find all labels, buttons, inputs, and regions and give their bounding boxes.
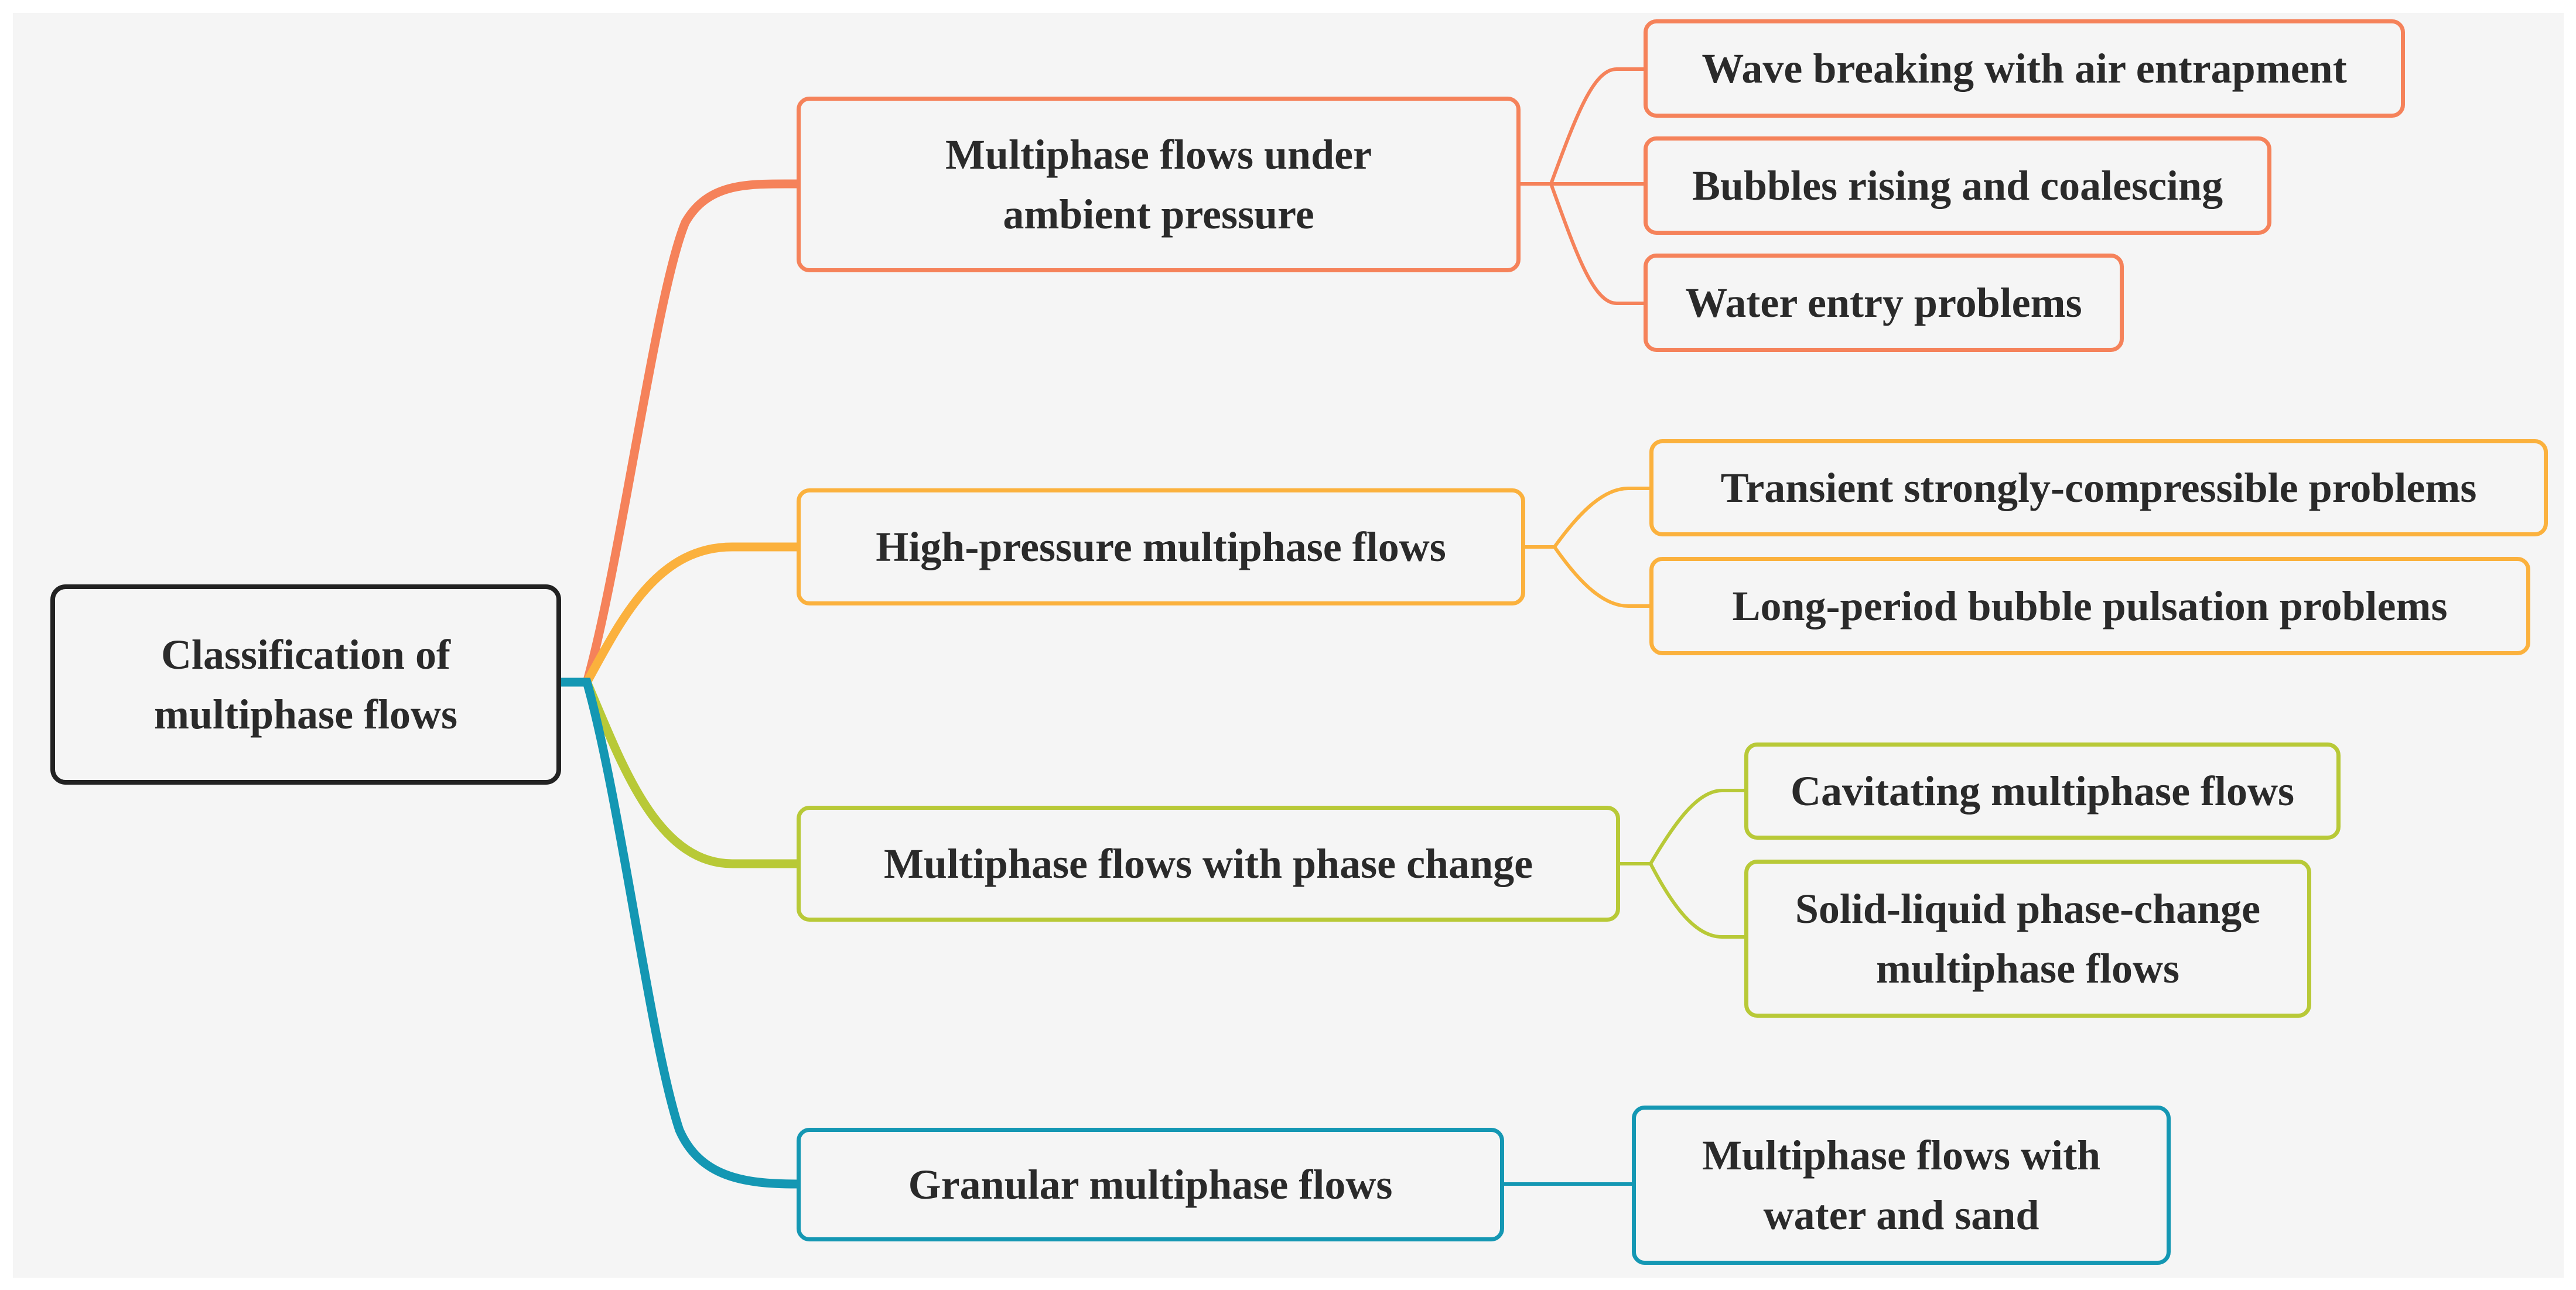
connector-root-to-granular [556,677,801,1189]
branch-label: High-pressure multiphase flows [876,523,1446,570]
connector-ambient-to-waterentry [1549,183,1644,305]
leaf-label: Solid-liquid phase-change multiphase flo… [1795,885,2261,992]
branch-node-ambient-pressure: Multiphase flows under ambient pressure [797,97,1521,272]
connector-root-to-ambient [556,179,801,687]
leaf-label: Transient strongly-compressible problems [1720,464,2477,511]
root-node: Classification of multiphase flows [50,584,561,785]
leaf-label: Long-period bubble pulsation problems [1732,582,2448,629]
branch-label: Granular multiphase flows [908,1161,1393,1208]
connector-highpressure-to-longperiod [1553,546,1649,608]
branch-label: Multiphase flows under ambient pressure [945,131,1372,238]
leaf-label: Bubbles rising and coalescing [1692,162,2223,209]
branch-node-granular: Granular multiphase flows [797,1128,1504,1241]
leaf-node-bubble-pulsation: Long-period bubble pulsation problems [1649,557,2530,655]
leaf-node-water-entry: Water entry problems [1644,254,2124,352]
leaf-node-solid-liquid: Solid-liquid phase-change multiphase flo… [1744,860,2311,1018]
leaf-label: Water entry problems [1685,279,2082,326]
leaf-label: Cavitating multiphase flows [1790,767,2295,815]
connector-root-to-highpressure [582,542,801,687]
connector-highpressure-to-transient [1525,487,1649,549]
connector-phasechange-to-solidliquid [1649,863,1744,939]
leaf-node-wave-breaking: Wave breaking with air entrapment [1644,19,2405,118]
leaf-node-cavitating: Cavitating multiphase flows [1744,742,2341,840]
leaf-label: Multiphase flows with water and sand [1702,1131,2101,1238]
connector-phasechange-to-cavitating [1620,789,1744,865]
branch-label: Multiphase flows with phase change [883,840,1533,887]
leaf-label: Wave breaking with air entrapment [1702,45,2347,92]
leaf-node-bubbles-rising: Bubbles rising and coalescing [1644,136,2271,235]
leaf-node-water-sand: Multiphase flows with water and sand [1632,1106,2171,1265]
connector-root-to-phasechange [582,677,801,868]
connector-ambient-to-wave [1521,67,1644,186]
leaf-node-transient-compressible: Transient strongly-compressible problems [1649,439,2548,536]
branch-node-phase-change: Multiphase flows with phase change [797,806,1620,922]
root-label: Classification of multiphase flows [153,631,458,738]
branch-node-high-pressure: High-pressure multiphase flows [797,488,1525,605]
